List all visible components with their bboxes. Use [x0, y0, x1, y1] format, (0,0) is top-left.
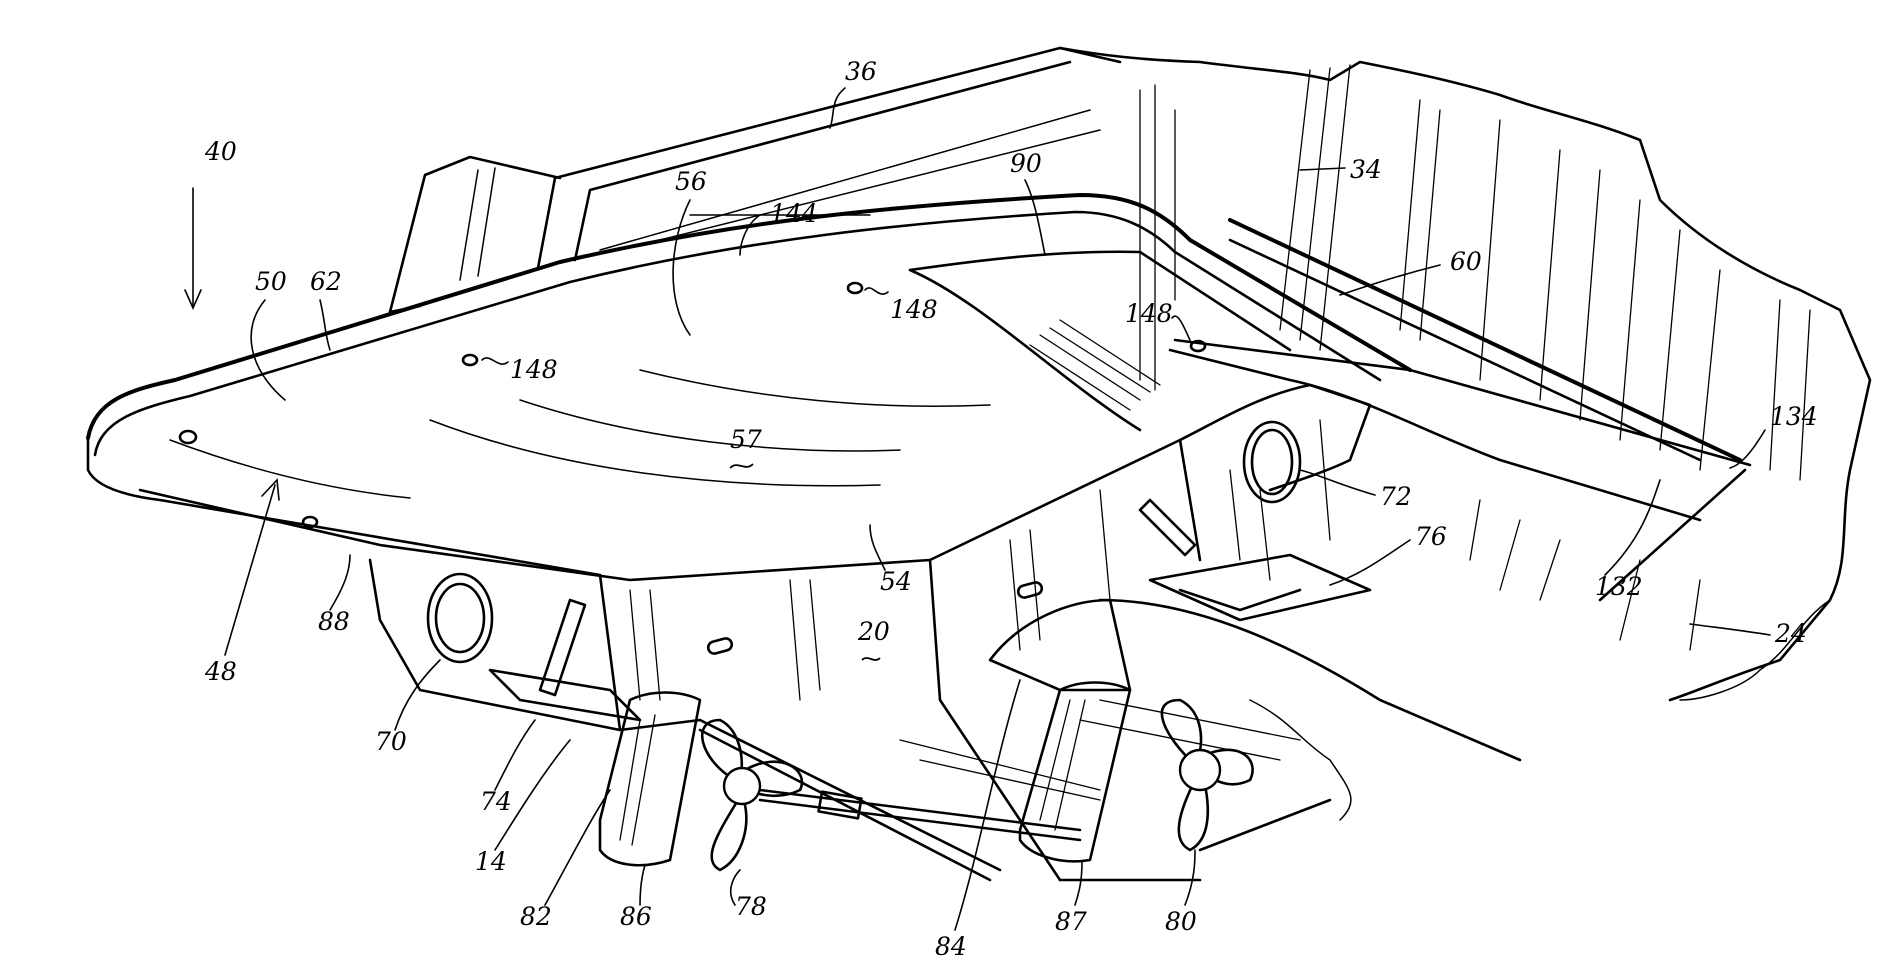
ref-50: 50: [255, 267, 287, 296]
propeller-80: [1162, 700, 1253, 850]
hull-side-wall: [1060, 48, 1870, 700]
ref-134: 134: [1770, 402, 1818, 431]
ref-56: 56: [675, 167, 707, 196]
ref-14: 14: [475, 847, 507, 876]
ref-82: 82: [520, 902, 552, 931]
ref-70: 70: [375, 727, 407, 756]
ref-80: 80: [1165, 907, 1197, 936]
skeg-84: [990, 600, 1130, 690]
ref-87: 87: [1055, 907, 1087, 936]
ref-20: 20: [857, 617, 890, 646]
ref-76: 76: [1415, 522, 1447, 551]
ref-40: 40: [204, 137, 237, 166]
propeller-78: [702, 720, 802, 870]
ref-78: 78: [735, 892, 767, 921]
ref-84: 84: [935, 932, 967, 961]
ref-88: 88: [318, 607, 350, 636]
ref-74: 74: [480, 787, 512, 816]
ref-148-a: 148: [510, 355, 558, 384]
ref-86: 86: [620, 902, 652, 931]
ref-148-c: 148: [1125, 299, 1173, 328]
ref-34: 34: [1350, 155, 1382, 184]
ref-60: 60: [1450, 247, 1482, 276]
ref-54: 54: [880, 567, 912, 596]
ref-90: 90: [1010, 149, 1042, 178]
reference-labels: 40 36 56 144 90 34 60 50 62 148 148 148 …: [185, 57, 1818, 961]
transom: [370, 385, 1370, 730]
ref-36: 36: [845, 57, 877, 86]
hull-bottom: [700, 600, 1520, 880]
ref-148-b: 148: [890, 295, 938, 324]
ref-144: 144: [770, 199, 818, 228]
hull-deck: [88, 48, 1410, 580]
ref-132: 132: [1595, 572, 1643, 601]
ref-24: 24: [1774, 619, 1807, 648]
ref-62: 62: [310, 267, 342, 296]
rudder-86: [600, 693, 700, 866]
ref-57: 57: [730, 425, 762, 454]
ref-72: 72: [1380, 482, 1412, 511]
break-lines: [1250, 600, 1830, 820]
ref-48: 48: [204, 657, 237, 686]
